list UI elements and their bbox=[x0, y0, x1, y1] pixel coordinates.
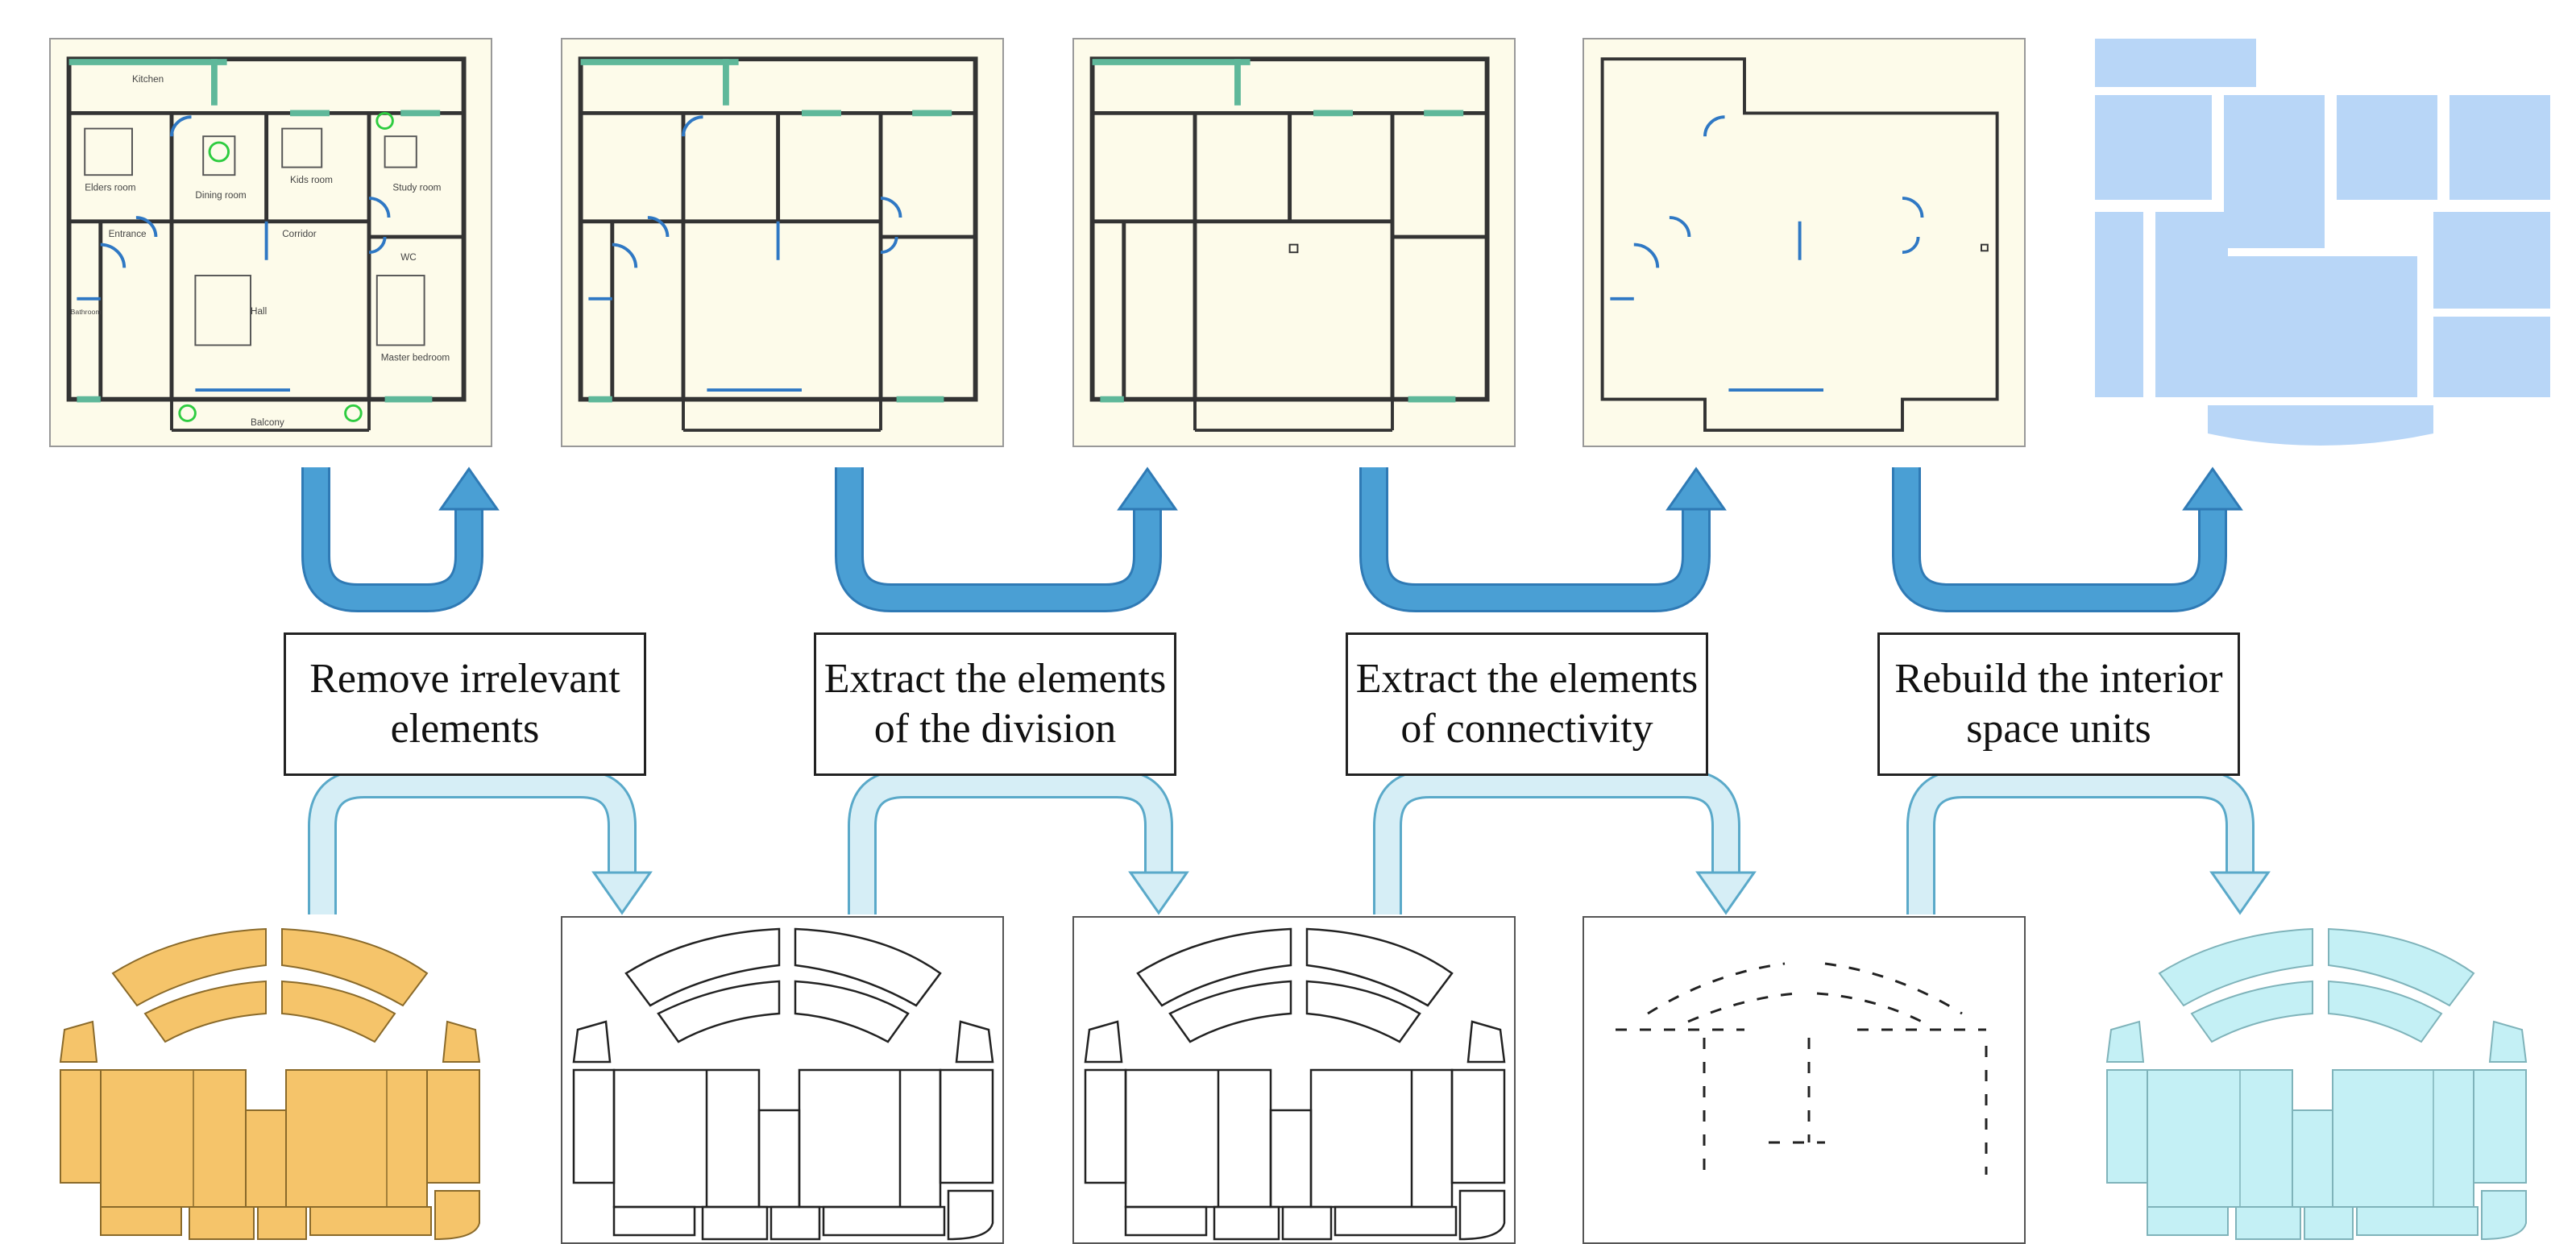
label-balcony: Balcony bbox=[251, 417, 284, 428]
arrow-top-3 bbox=[1359, 466, 1727, 612]
step-3-line-1: Extract the elements bbox=[1355, 655, 1699, 702]
building-panel-division bbox=[1072, 916, 1516, 1244]
building-panel-units-orange bbox=[59, 927, 481, 1241]
plan-panel-cleaned bbox=[561, 38, 1004, 447]
plan-panel-division bbox=[1072, 38, 1516, 447]
plan-panel-rebuilt bbox=[2095, 39, 2550, 446]
step-1-line-1: Remove irrelevant bbox=[309, 655, 620, 702]
building-panel-units-cyan bbox=[2105, 927, 2528, 1241]
arrow-top-4 bbox=[1892, 466, 2243, 612]
arrow-top-2 bbox=[835, 466, 1178, 612]
step-2-line-1: Extract the elements bbox=[823, 655, 1167, 702]
step-1-line-2: elements bbox=[390, 706, 540, 752]
arrow-bottom-4 bbox=[1906, 769, 2271, 915]
plan-panel-connectivity bbox=[1583, 38, 2026, 447]
label-kids-room: Kids room bbox=[290, 175, 333, 185]
arrow-top-1 bbox=[301, 466, 500, 612]
label-kitchen: Kitchen bbox=[132, 74, 164, 85]
label-study-room: Study room bbox=[392, 183, 441, 193]
label-hall: Hall bbox=[251, 306, 267, 317]
label-bathroom: Bathroom bbox=[71, 308, 102, 316]
step-3-line-2: of connectivity bbox=[1400, 706, 1653, 752]
step-4-line-1: Rebuild the interior bbox=[1894, 655, 2223, 702]
arrow-bottom-1 bbox=[308, 769, 653, 915]
step-2-line-2: of the division bbox=[873, 706, 1117, 752]
label-entrance: Entrance bbox=[109, 229, 147, 239]
building-panel-connectivity bbox=[1583, 916, 2026, 1244]
building-panel-cleaned bbox=[561, 916, 1004, 1244]
plan-panel-original: Kitchen Elders room Dining room Kids roo… bbox=[49, 38, 492, 447]
step-4-line-2: space units bbox=[1966, 706, 2151, 752]
label-corridor: Corridor bbox=[282, 229, 317, 239]
arrow-bottom-2 bbox=[848, 769, 1189, 915]
label-dining-room: Dining room bbox=[195, 190, 246, 201]
label-master-bedroom: Master bedroom bbox=[381, 353, 450, 363]
label-wc: WC bbox=[400, 252, 417, 263]
arrow-bottom-3 bbox=[1373, 769, 1757, 915]
label-elders-room: Elders room bbox=[85, 183, 135, 193]
